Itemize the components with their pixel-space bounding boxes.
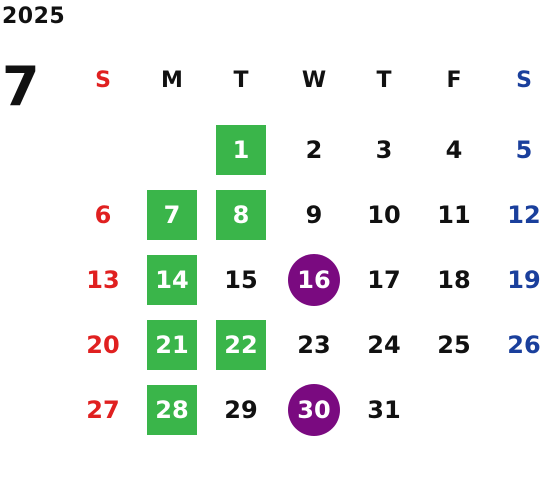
day-cell[interactable]: 11: [437, 201, 471, 229]
day-cell[interactable]: 6: [94, 201, 112, 229]
month-number: 7: [2, 55, 40, 118]
year-label: 2025: [2, 4, 66, 29]
day-cell[interactable]: 5: [515, 136, 533, 164]
day-cell[interactable]: 23: [297, 331, 331, 359]
day-cell[interactable]: 21: [147, 320, 197, 370]
day-cell[interactable]: 17: [367, 266, 401, 294]
day-cell[interactable]: 22: [216, 320, 266, 370]
weekday-label: M: [161, 68, 183, 93]
day-cell[interactable]: 20: [86, 331, 120, 359]
day-cell[interactable]: 10: [367, 201, 401, 229]
day-cell[interactable]: 29: [224, 396, 258, 424]
day-cell[interactable]: 13: [86, 266, 120, 294]
weekday-label: T: [376, 68, 392, 93]
day-cell[interactable]: 31: [367, 396, 401, 424]
weekday-label: W: [301, 68, 327, 93]
day-cell[interactable]: 27: [86, 396, 120, 424]
day-cell[interactable]: 26: [507, 331, 541, 359]
day-cell[interactable]: 28: [147, 385, 197, 435]
day-cell[interactable]: 2: [305, 136, 323, 164]
day-cell[interactable]: 30: [288, 384, 340, 436]
day-cell[interactable]: 18: [437, 266, 471, 294]
day-cell[interactable]: 1: [216, 125, 266, 175]
day-cell[interactable]: 7: [147, 190, 197, 240]
day-cell[interactable]: 3: [375, 136, 393, 164]
day-cell[interactable]: 24: [367, 331, 401, 359]
day-cell[interactable]: 8: [216, 190, 266, 240]
day-cell[interactable]: 19: [507, 266, 541, 294]
day-cell[interactable]: 15: [224, 266, 258, 294]
day-cell[interactable]: 25: [437, 331, 471, 359]
day-cell[interactable]: 12: [507, 201, 541, 229]
weekday-label: S: [516, 68, 532, 93]
day-cell[interactable]: 9: [305, 201, 323, 229]
day-cell[interactable]: 14: [147, 255, 197, 305]
weekday-label: T: [233, 68, 249, 93]
day-cell[interactable]: 4: [445, 136, 463, 164]
weekday-label: S: [95, 68, 111, 93]
day-cell[interactable]: 16: [288, 254, 340, 306]
weekday-label: F: [446, 68, 462, 93]
